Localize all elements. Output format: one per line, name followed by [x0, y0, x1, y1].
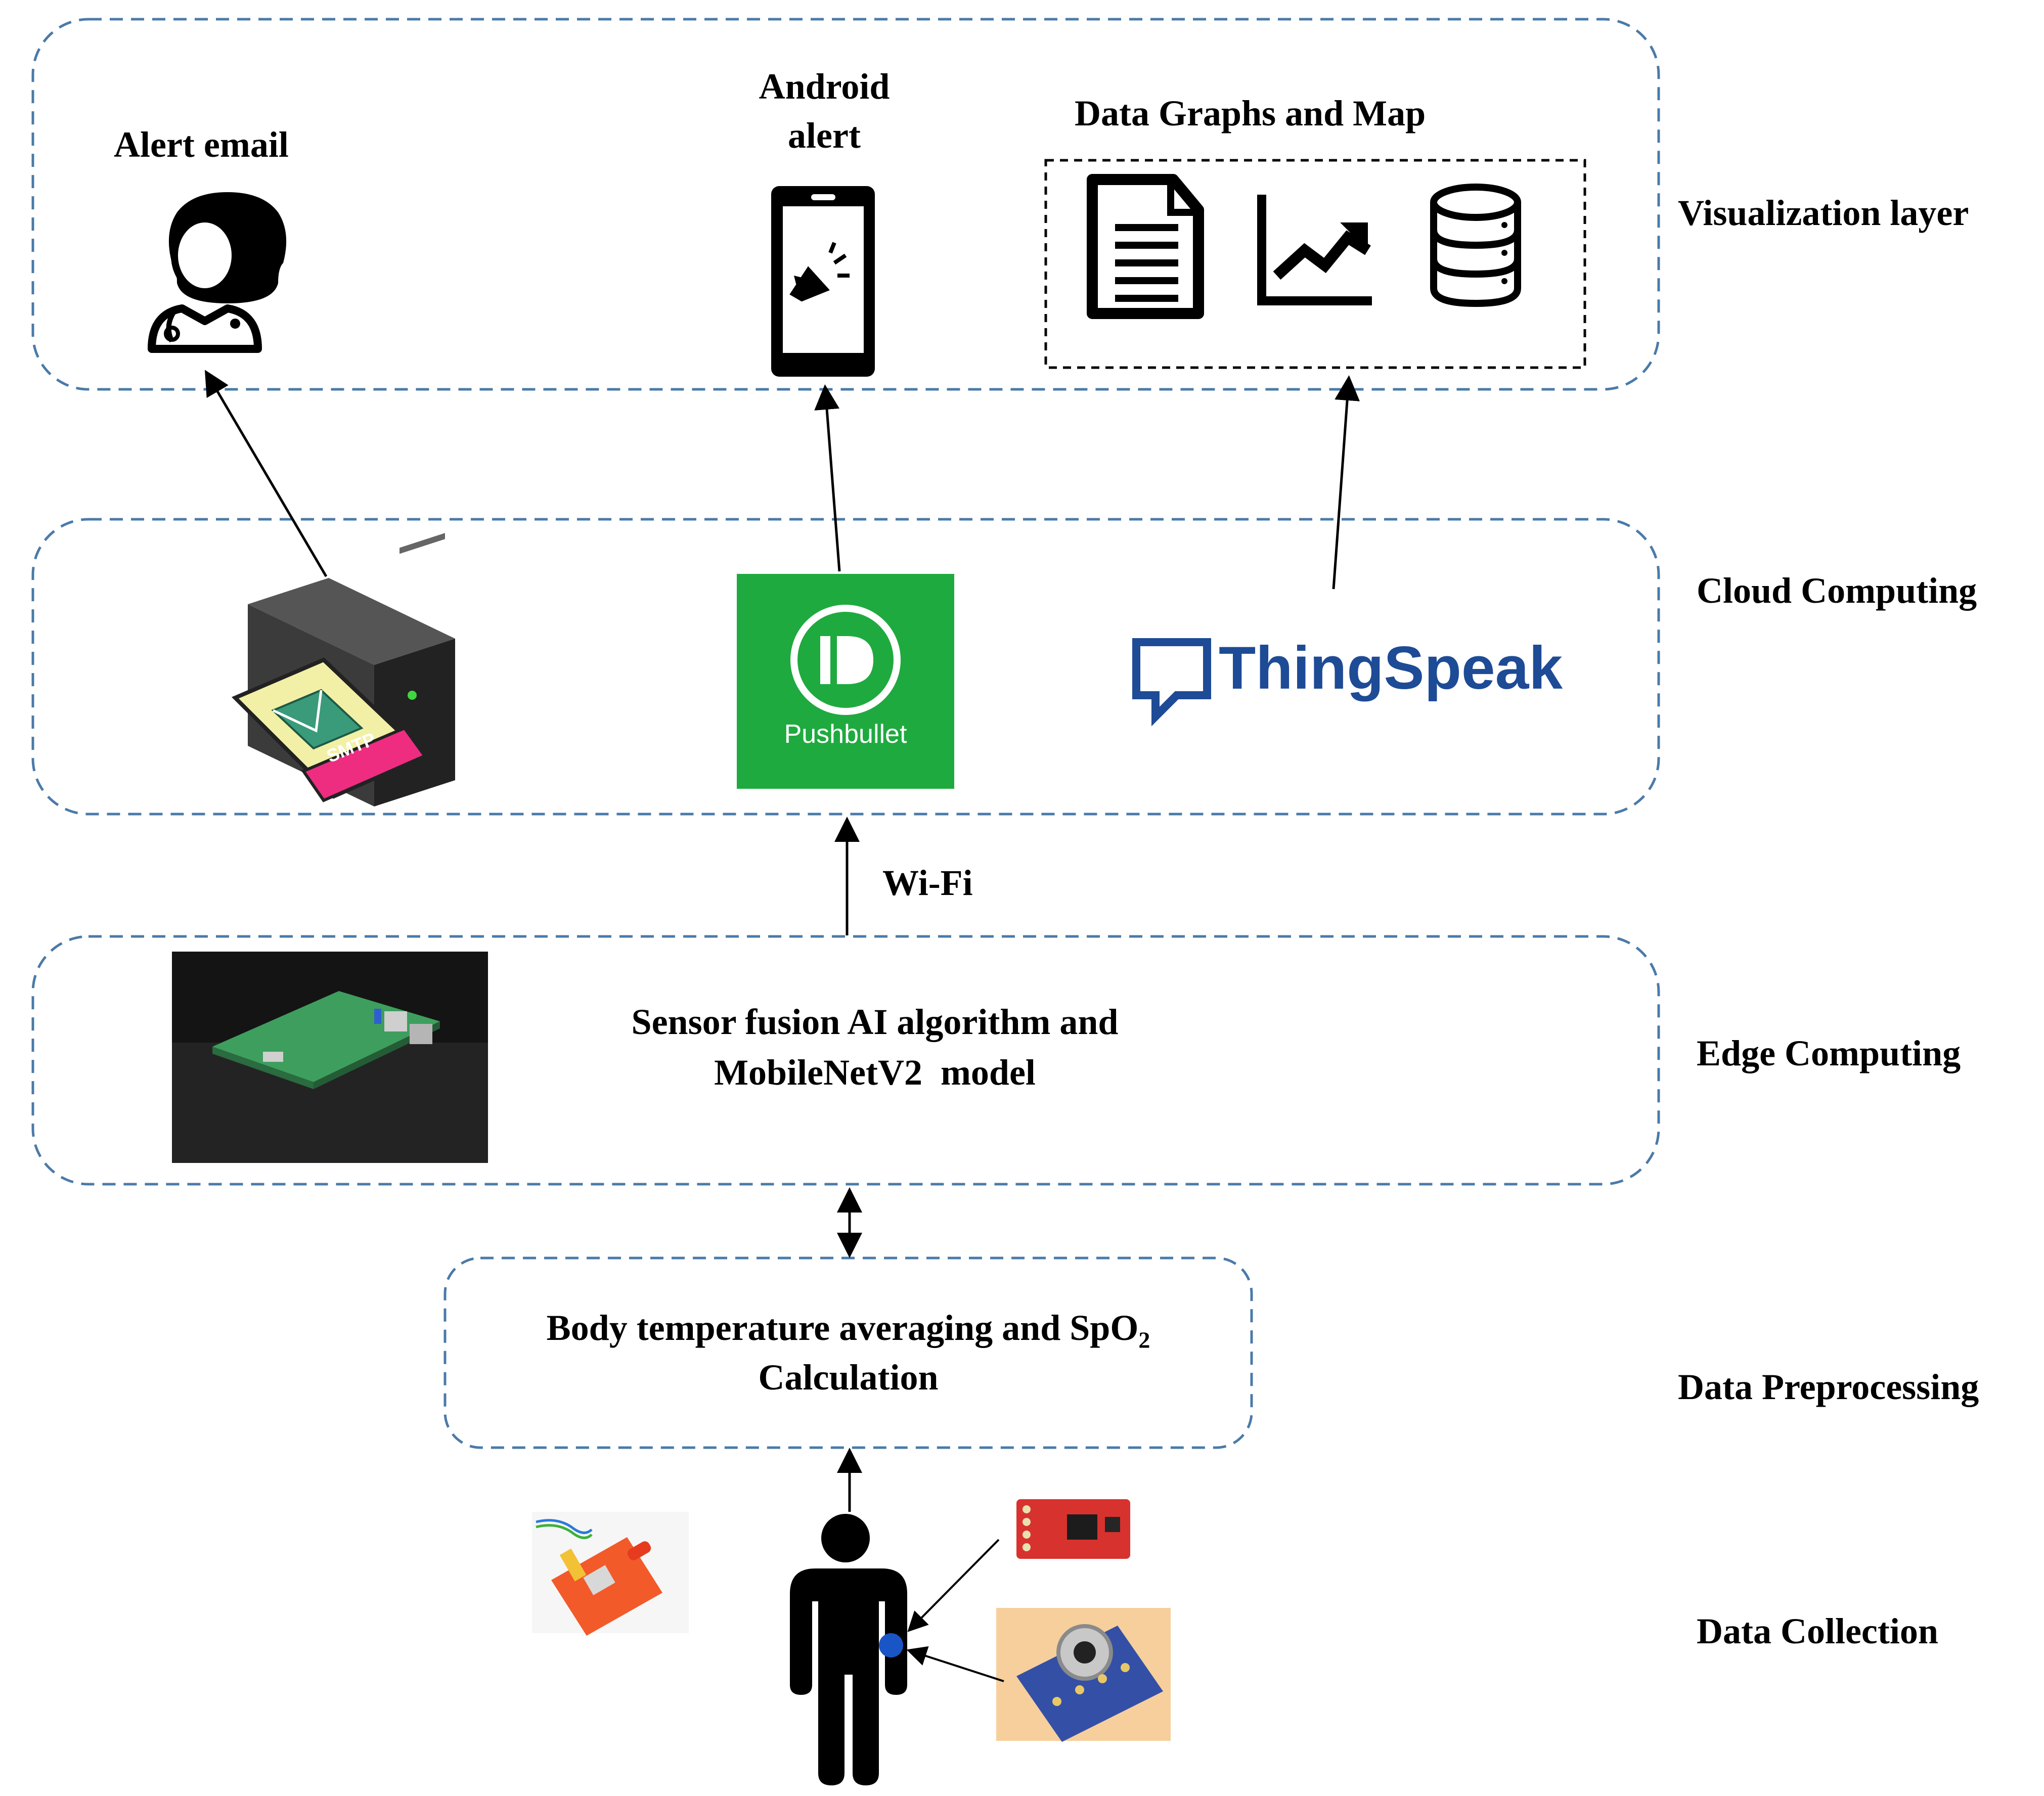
arrow-smtp-to-email [204, 370, 328, 577]
edge-text-line1: Sensor fusion AI algorithm and [631, 1002, 1119, 1042]
spo2-sensor-photo [1011, 1493, 1135, 1564]
wifi-label: Wi-Fi [882, 863, 973, 903]
edge-text-line2: MobileNetV2 model [714, 1052, 1036, 1093]
smtp-server-icon [231, 533, 455, 806]
spo2-subscript: 2 [1138, 1327, 1150, 1353]
gps-module-photo [532, 1512, 689, 1636]
data-graphs-map-label: Data Graphs and Map [1075, 93, 1426, 133]
person-icon [790, 1514, 907, 1785]
phone-alert-icon [771, 186, 875, 377]
layer-label-preprocessing: Data Preprocessing [1678, 1367, 1979, 1407]
data-graphs-box [1044, 159, 1586, 369]
thingspeak-bubble-icon [1132, 638, 1211, 727]
pushbullet-logo [737, 574, 954, 789]
android-alert-label-line2: alert [788, 115, 861, 156]
doctor-icon [148, 192, 287, 353]
visualization-layer-box [31, 18, 1660, 391]
layer-label-edge: Edge Computing [1697, 1033, 1961, 1073]
raspberry-pi-photo [172, 952, 488, 1163]
android-alert-label-line1: Android [759, 66, 890, 107]
trend-chart-icon [1257, 195, 1372, 305]
preprocessing-text-main: Body temperature averaging and SpO [546, 1308, 1139, 1348]
document-icon [1087, 174, 1204, 319]
arrow-spo2-to-wrist [907, 1539, 1000, 1632]
pushbullet-label: Pushbullet [784, 720, 907, 749]
layer-label-visualization: Visualization layer [1678, 193, 1969, 233]
layer-label-collection: Data Collection [1697, 1611, 1938, 1651]
layer-label-cloud: Cloud Computing [1697, 570, 1977, 611]
arrow-thingspeak-to-graphs [1332, 375, 1360, 590]
arrow-pushbullet-to-android [814, 384, 841, 572]
arrow-temp-to-wrist [906, 1646, 1004, 1682]
edge-layer-box [31, 935, 1660, 1186]
wrist-sensor-dot [879, 1633, 903, 1657]
preprocessing-text-line2: Calculation [758, 1357, 939, 1398]
preprocessing-text-line1: Body temperature averaging and SpO2 [445, 1305, 1252, 1355]
database-icon [1430, 184, 1521, 307]
temperature-sensor-photo [996, 1608, 1171, 1742]
alert-email-label: Alert email [114, 124, 289, 165]
thingspeak-label: ThingSpeak [1219, 634, 1563, 702]
preprocessing-box [443, 1256, 1253, 1449]
